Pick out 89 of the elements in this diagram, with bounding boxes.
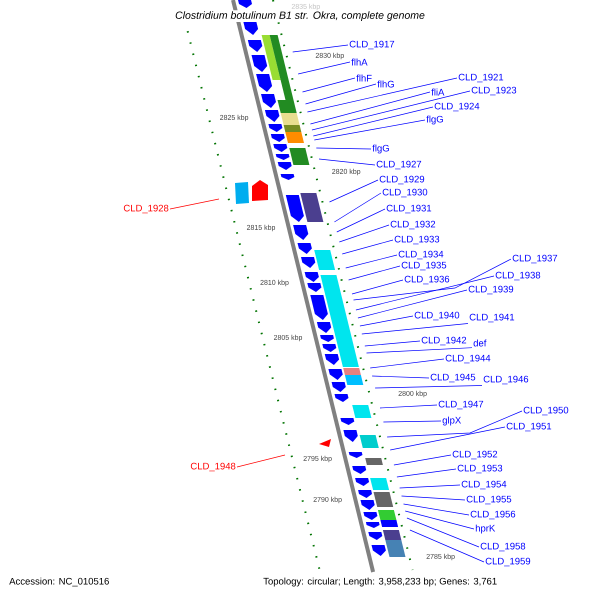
gene-label: CLD_1921: [458, 74, 504, 82]
leader-line: [366, 347, 472, 354]
leader-line: [312, 106, 434, 136]
gene-label: CLD_1924: [434, 102, 480, 112]
gene-label: CLD_1932: [390, 220, 436, 230]
gene-label: CLD_1931: [386, 204, 432, 214]
gene-label: CLD_1929: [380, 176, 424, 184]
gene-label: CLD_1946: [484, 376, 528, 384]
gene-label: CLD_1934: [398, 250, 444, 260]
gene-label: CLD_1940: [414, 312, 460, 320]
leader-line: [364, 340, 420, 346]
leader-line: [316, 148, 372, 150]
gene-label: glpX: [442, 416, 461, 426]
summary-text: Topology: circular; Length: 3,958,233 bp; Genes: 3,761: [263, 578, 497, 586]
gene-label: CLD_1944: [446, 354, 490, 364]
leader-line: [342, 240, 394, 254]
leader-line: [356, 276, 494, 310]
leader-line: [352, 280, 404, 294]
leader-line: [329, 180, 378, 202]
leader-line: [307, 78, 458, 112]
leader-line: [361, 323, 468, 334]
leader-line: [348, 266, 400, 280]
gene-label: CLD_1948: [190, 462, 236, 472]
gene-label: CLD_1955: [466, 496, 512, 504]
gene-label: def: [474, 340, 486, 346]
gene-label: CLD_1941: [470, 314, 514, 322]
gene-label: CLD_1928: [124, 204, 168, 214]
leader-line: [334, 192, 382, 222]
gene-label: CLD_1950: [524, 406, 568, 416]
gene-label: CLD_1947: [438, 400, 484, 410]
leader-line: [406, 518, 480, 548]
gene-label: CLD_1945: [430, 374, 476, 382]
gene-label: CLD_1923: [472, 86, 516, 96]
leader-line: [298, 62, 350, 74]
leader-line: [302, 78, 356, 92]
leader-line: [338, 224, 390, 242]
gene-label: flhF: [356, 74, 372, 82]
gene-label: CLD_1938: [496, 272, 540, 280]
gene-label: flhA: [351, 58, 368, 66]
gene-label: CLD_1959: [486, 558, 530, 566]
leader-line: [305, 84, 376, 104]
leader-line: [310, 92, 430, 124]
gene-label: CLD_1937: [512, 254, 558, 264]
gene-label: CLD_1917: [350, 40, 394, 50]
gene-label: fliA: [431, 88, 444, 96]
leader-line: [403, 504, 470, 516]
leader-line: [396, 468, 456, 478]
leader-line: [399, 484, 460, 488]
gene-label: CLD_1952: [452, 450, 498, 460]
gene-label: CLD_1935: [402, 262, 446, 270]
gene-label: CLD_1958: [480, 542, 526, 552]
title: Clostridium botulinum B1 str. Okra, complete genome: [174, 10, 426, 22]
leader-line: [394, 454, 452, 466]
leader-line: [374, 385, 482, 388]
leader-line: [292, 44, 348, 52]
leader-line: [404, 510, 474, 530]
gene-label: CLD_1942: [422, 336, 466, 346]
leader-line: [360, 316, 414, 326]
gene-label: hprK: [476, 524, 496, 534]
leader-line: [170, 198, 220, 210]
accession-text: Accession: NC_010516: [9, 578, 109, 586]
gene-label: flhG: [377, 80, 394, 88]
leader-line: [370, 358, 444, 368]
leader-line: [401, 496, 466, 500]
leader-line: [390, 426, 506, 450]
gene-label: CLD_1954: [462, 480, 506, 490]
gene-label: CLD_1951: [506, 422, 552, 432]
leader-line: [314, 120, 426, 140]
leader-line: [410, 530, 484, 562]
leader-line: [353, 258, 512, 300]
gene-label: CLD_1939: [468, 286, 514, 294]
leader-line: [345, 254, 398, 268]
gene-label: CLD_1953: [458, 464, 502, 474]
leader-line: [358, 290, 468, 318]
gene-label: CLD_1956: [470, 510, 516, 520]
gene-label: CLD_1927: [376, 160, 422, 170]
leader-line: [383, 420, 442, 422]
leader-line: [372, 376, 430, 378]
leader-line: [380, 404, 438, 408]
gene-label: CLD_1930: [382, 188, 428, 198]
gene-label: flgG: [372, 144, 389, 154]
leader-line: [386, 410, 522, 438]
gene-label: flgG: [426, 116, 443, 124]
leader-line: [312, 90, 470, 130]
leader-line: [236, 454, 286, 468]
gene-label: CLD_1933: [394, 236, 440, 244]
leader-line: [336, 208, 386, 232]
gene-label: CLD_1936: [404, 276, 450, 284]
leader-line: [318, 158, 376, 166]
